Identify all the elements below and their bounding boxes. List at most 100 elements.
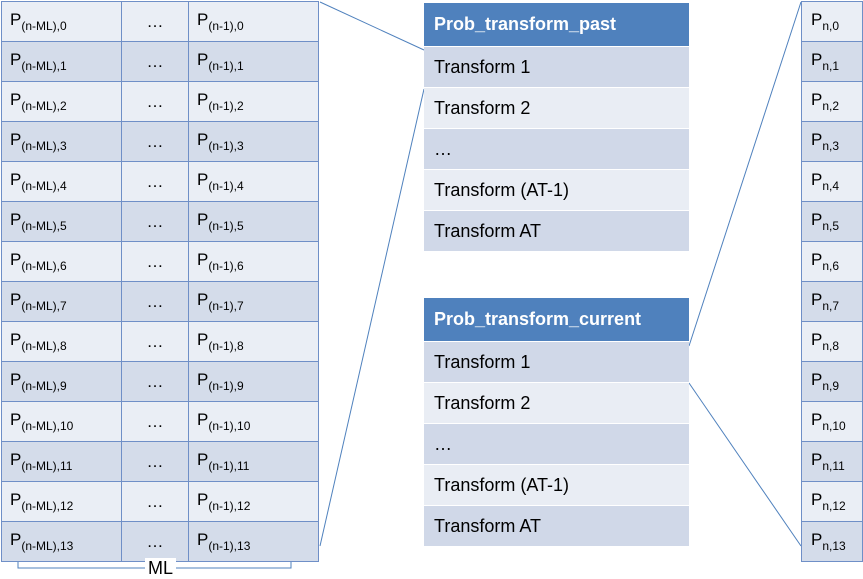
current-cell: Pn,0 — [801, 1, 863, 42]
cell-main: P — [197, 170, 209, 189]
cell-subscript: (n-ML),6 — [21, 259, 67, 273]
past-cell-ellipsis: … — [121, 161, 189, 202]
cell-subscript: n,8 — [822, 339, 840, 353]
past-cell-oldest: P(n-ML),0 — [1, 1, 122, 42]
past-cell-latest: P(n-1),2 — [188, 81, 319, 122]
cell-subscript: (n-ML),13 — [21, 539, 74, 553]
past-grid-row: P(n-ML),10…P(n-1),10 — [1, 401, 319, 442]
current-grid-row: Pn,3 — [801, 121, 863, 162]
cell-main: P — [197, 50, 209, 69]
past-cell-latest: P(n-1),6 — [188, 241, 319, 282]
transform-row: Transform 1 — [424, 46, 689, 87]
cell-main: P — [811, 90, 823, 109]
current-cell: Pn,6 — [801, 241, 863, 282]
past-cell-oldest: P(n-ML),2 — [1, 81, 122, 122]
past-grid-row: P(n-ML),1…P(n-1),1 — [1, 41, 319, 82]
past-table-header: Prob_transform_past — [424, 3, 689, 46]
past-cell-ellipsis: … — [121, 441, 189, 482]
cell-main: P — [10, 250, 22, 269]
past-cell-ellipsis: … — [121, 481, 189, 522]
cell-subscript: n,2 — [822, 99, 840, 113]
past-grid-row: P(n-ML),6…P(n-1),6 — [1, 241, 319, 282]
past-cell-oldest: P(n-ML),11 — [1, 441, 122, 482]
cell-subscript: (n-1),12 — [208, 499, 251, 513]
cell-subscript: n,13 — [822, 539, 846, 553]
ml-bracket-label: ML — [145, 558, 177, 579]
current-cell: Pn,11 — [801, 441, 863, 482]
prob-transform-current-table: Prob_transform_current Transform 1 Transf… — [424, 298, 689, 546]
cell-main: P — [197, 130, 209, 149]
current-grid-row: Pn,12 — [801, 481, 863, 522]
transform-row: Transform 1 — [424, 341, 689, 382]
transform-row: Transform AT — [424, 210, 689, 251]
cell-main: P — [811, 370, 823, 389]
cell-subscript: (n-ML),7 — [21, 299, 67, 313]
past-cell-oldest: P(n-ML),3 — [1, 121, 122, 162]
past-cell-latest: P(n-1),11 — [188, 441, 319, 482]
cell-subscript: (n-1),13 — [208, 539, 251, 553]
cell-main: P — [197, 90, 209, 109]
cell-main: P — [10, 530, 22, 549]
cell-subscript: (n-1),3 — [208, 139, 244, 153]
cell-subscript: (n-ML),12 — [21, 499, 74, 513]
transform-row: Transform AT — [424, 505, 689, 546]
transform-row: Transform 2 — [424, 87, 689, 128]
current-grid-row: Pn,1 — [801, 41, 863, 82]
past-cell-latest: P(n-1),1 — [188, 41, 319, 82]
cell-main: P — [197, 410, 209, 429]
current-cell: Pn,10 — [801, 401, 863, 442]
current-cell: Pn,5 — [801, 201, 863, 242]
cell-main: P — [811, 250, 823, 269]
current-cell: Pn,7 — [801, 281, 863, 322]
past-cell-latest: P(n-1),4 — [188, 161, 319, 202]
past-cell-ellipsis: … — [121, 81, 189, 122]
cell-main: P — [10, 10, 22, 29]
cell-subscript: (n-1),5 — [208, 219, 244, 233]
cell-subscript: (n-ML),10 — [21, 419, 74, 433]
cell-subscript: (n-ML),5 — [21, 219, 67, 233]
current-grid-row: Pn,5 — [801, 201, 863, 242]
cell-main: P — [10, 290, 22, 309]
cell-subscript: (n-ML),2 — [21, 99, 67, 113]
past-cell-oldest: P(n-ML),12 — [1, 481, 122, 522]
past-cell-oldest: P(n-ML),4 — [1, 161, 122, 202]
cell-subscript: n,0 — [822, 19, 840, 33]
past-cell-latest: P(n-1),9 — [188, 361, 319, 402]
past-cell-ellipsis: … — [121, 361, 189, 402]
transform-row: … — [424, 128, 689, 169]
past-cell-latest: P(n-1),5 — [188, 201, 319, 242]
cell-main: P — [10, 450, 22, 469]
current-grid-row: Pn,6 — [801, 241, 863, 282]
cell-subscript: (n-1),1 — [208, 59, 244, 73]
past-cell-oldest: P(n-ML),5 — [1, 201, 122, 242]
cell-subscript: (n-1),6 — [208, 259, 244, 273]
cell-subscript: n,6 — [822, 259, 840, 273]
current-cell: Pn,4 — [801, 161, 863, 202]
past-grid-row: P(n-ML),3…P(n-1),3 — [1, 121, 319, 162]
cell-subscript: n,9 — [822, 379, 840, 393]
cell-main: P — [811, 290, 823, 309]
cell-main: P — [10, 490, 22, 509]
cell-main: P — [197, 330, 209, 349]
past-cell-oldest: P(n-ML),13 — [1, 521, 122, 562]
cell-subscript: n,12 — [822, 499, 846, 513]
past-grid-row: P(n-ML),13…P(n-1),13 — [1, 521, 319, 562]
transform-row: Transform (AT-1) — [424, 169, 689, 210]
cell-main: P — [10, 330, 22, 349]
past-cell-latest: P(n-1),12 — [188, 481, 319, 522]
cell-main: P — [811, 490, 823, 509]
past-cell-ellipsis: … — [121, 1, 189, 42]
cell-subscript: n,11 — [822, 459, 845, 473]
current-grid-row: Pn,10 — [801, 401, 863, 442]
past-cell-oldest: P(n-ML),7 — [1, 281, 122, 322]
past-cell-latest: P(n-1),13 — [188, 521, 319, 562]
cell-main: P — [197, 10, 209, 29]
current-cell: Pn,9 — [801, 361, 863, 402]
transform-row: Transform (AT-1) — [424, 464, 689, 505]
past-cell-ellipsis: … — [121, 321, 189, 362]
current-table-header: Prob_transform_current — [424, 298, 689, 341]
cell-main: P — [197, 290, 209, 309]
past-cell-ellipsis: … — [121, 401, 189, 442]
